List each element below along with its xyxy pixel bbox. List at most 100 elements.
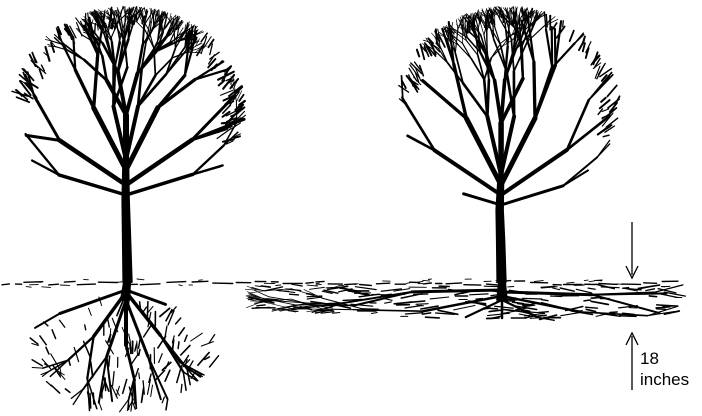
- deep-rooted-tree: [12, 6, 246, 412]
- right-root-rootlet: [403, 292, 419, 293]
- right-root-rootlet: [307, 297, 322, 299]
- right-crown-twig: [436, 29, 437, 43]
- right-root-branch: [502, 292, 592, 295]
- left-root-rootlet: [178, 342, 179, 349]
- soil-surface-dash: [140, 284, 160, 285]
- right-root-rootlet: [426, 317, 440, 318]
- right-root-rootlet: [591, 301, 608, 304]
- right-root-branch: [249, 291, 267, 294]
- right-root-rootlet: [601, 287, 619, 288]
- right-root-rootlet: [586, 309, 596, 311]
- right-crown-twig: [546, 15, 547, 27]
- right-root-rootlet: [410, 301, 425, 302]
- soil-surface-dash: [137, 279, 144, 280]
- left-root-rootlet: [131, 354, 139, 366]
- soil-surface-dash: [276, 285, 281, 286]
- right-root-rootlet: [355, 287, 376, 290]
- right-root-rootlet: [487, 318, 499, 319]
- soil-surface-dash: [192, 281, 208, 282]
- right-root-rootlet: [484, 286, 500, 287]
- left-root-rootlet: [142, 388, 144, 402]
- left-root-rootlet: [140, 302, 141, 308]
- left-crown-branch: [34, 96, 60, 141]
- soil-surface-dash: [589, 281, 594, 282]
- left-root-rootlet: [123, 380, 127, 394]
- right-root-rootlet: [489, 310, 501, 311]
- right-root-rootlet: [657, 309, 666, 310]
- right-crown-twig: [417, 50, 419, 57]
- left-root-rootlet: [51, 385, 60, 393]
- right-root-rootlet: [649, 296, 656, 297]
- right-crown-twig: [563, 21, 564, 27]
- left-crown-branch: [166, 52, 185, 75]
- right-root-rootlet: [371, 313, 377, 314]
- right-root-rootlet: [310, 287, 325, 289]
- soil-surface-dash: [199, 280, 203, 281]
- soil-surface-dash: [423, 280, 430, 281]
- right-root-rootlet: [538, 312, 549, 313]
- left-root-rootlet: [65, 389, 70, 393]
- soil-surface-dash: [599, 284, 617, 285]
- soil-surface-dash: [26, 287, 31, 288]
- right-root-rootlet: [488, 313, 510, 315]
- right-root-rootlet: [454, 306, 475, 310]
- left-tree-deep-roots: [30, 282, 218, 412]
- left-root-rootlet: [99, 401, 102, 410]
- right-root-rootlet: [586, 307, 598, 308]
- right-root-rootlet: [537, 315, 546, 316]
- left-root-rootlet: [46, 347, 49, 354]
- left-root-rootlet: [159, 354, 163, 363]
- right-root-rootlet: [353, 310, 362, 311]
- right-crown-branch: [597, 140, 610, 157]
- right-root-rootlet: [405, 313, 422, 314]
- left-crown-twig: [222, 122, 236, 123]
- left-root-rootlet: [139, 350, 140, 356]
- right-crown-twig: [602, 109, 609, 112]
- right-crown-branch: [432, 33, 435, 36]
- right-root-rootlet: [584, 300, 590, 301]
- left-root-rootlet: [90, 393, 91, 408]
- left-crown-twig: [131, 17, 132, 25]
- left-root-branch: [183, 372, 186, 390]
- soil-surface-dash: [316, 283, 319, 284]
- right-root-rootlet: [482, 308, 490, 309]
- left-root-rootlet: [147, 302, 148, 318]
- right-root-rootlet: [430, 297, 449, 299]
- left-root-rootlet: [151, 385, 153, 396]
- left-crown-twig: [239, 95, 243, 101]
- left-root-rootlet: [139, 373, 140, 379]
- soil-surface-dash: [584, 280, 588, 281]
- left-root-rootlet: [105, 378, 106, 391]
- right-root-rootlet: [422, 313, 430, 314]
- right-root-rootlet: [385, 302, 392, 303]
- right-root-rootlet: [248, 299, 254, 300]
- left-root-branch: [73, 389, 83, 405]
- right-root-rootlet: [591, 297, 598, 298]
- right-root-rootlet: [294, 307, 303, 308]
- soil-surface-dash: [2, 284, 9, 285]
- left-root-rootlet: [60, 320, 65, 327]
- left-root-branch: [60, 290, 126, 313]
- right-root-branch: [245, 289, 266, 290]
- soil-surface-dash: [428, 279, 431, 280]
- left-root-rootlet: [89, 308, 92, 315]
- right-root-rootlet: [396, 294, 406, 295]
- left-root-rootlet: [91, 362, 93, 377]
- left-root-rootlet: [165, 370, 170, 381]
- soil-surface-dash: [255, 286, 261, 287]
- left-root-rootlet: [176, 318, 181, 324]
- right-root-rootlet: [522, 298, 542, 299]
- left-crown-branch: [32, 161, 59, 175]
- left-root-rootlet: [85, 325, 86, 330]
- left-root-rootlet: [181, 384, 182, 392]
- left-root-rootlet: [202, 342, 214, 346]
- right-root-rootlet: [343, 300, 362, 301]
- left-root-rootlet: [162, 397, 164, 403]
- right-root-rootlet: [355, 293, 371, 294]
- right-crown-twig: [607, 85, 616, 96]
- right-root-rootlet: [495, 306, 514, 308]
- right-root-rootlet: [470, 294, 488, 295]
- left-root-rootlet: [129, 334, 131, 342]
- right-root-rootlet: [476, 299, 482, 300]
- right-crown-branch: [534, 62, 535, 118]
